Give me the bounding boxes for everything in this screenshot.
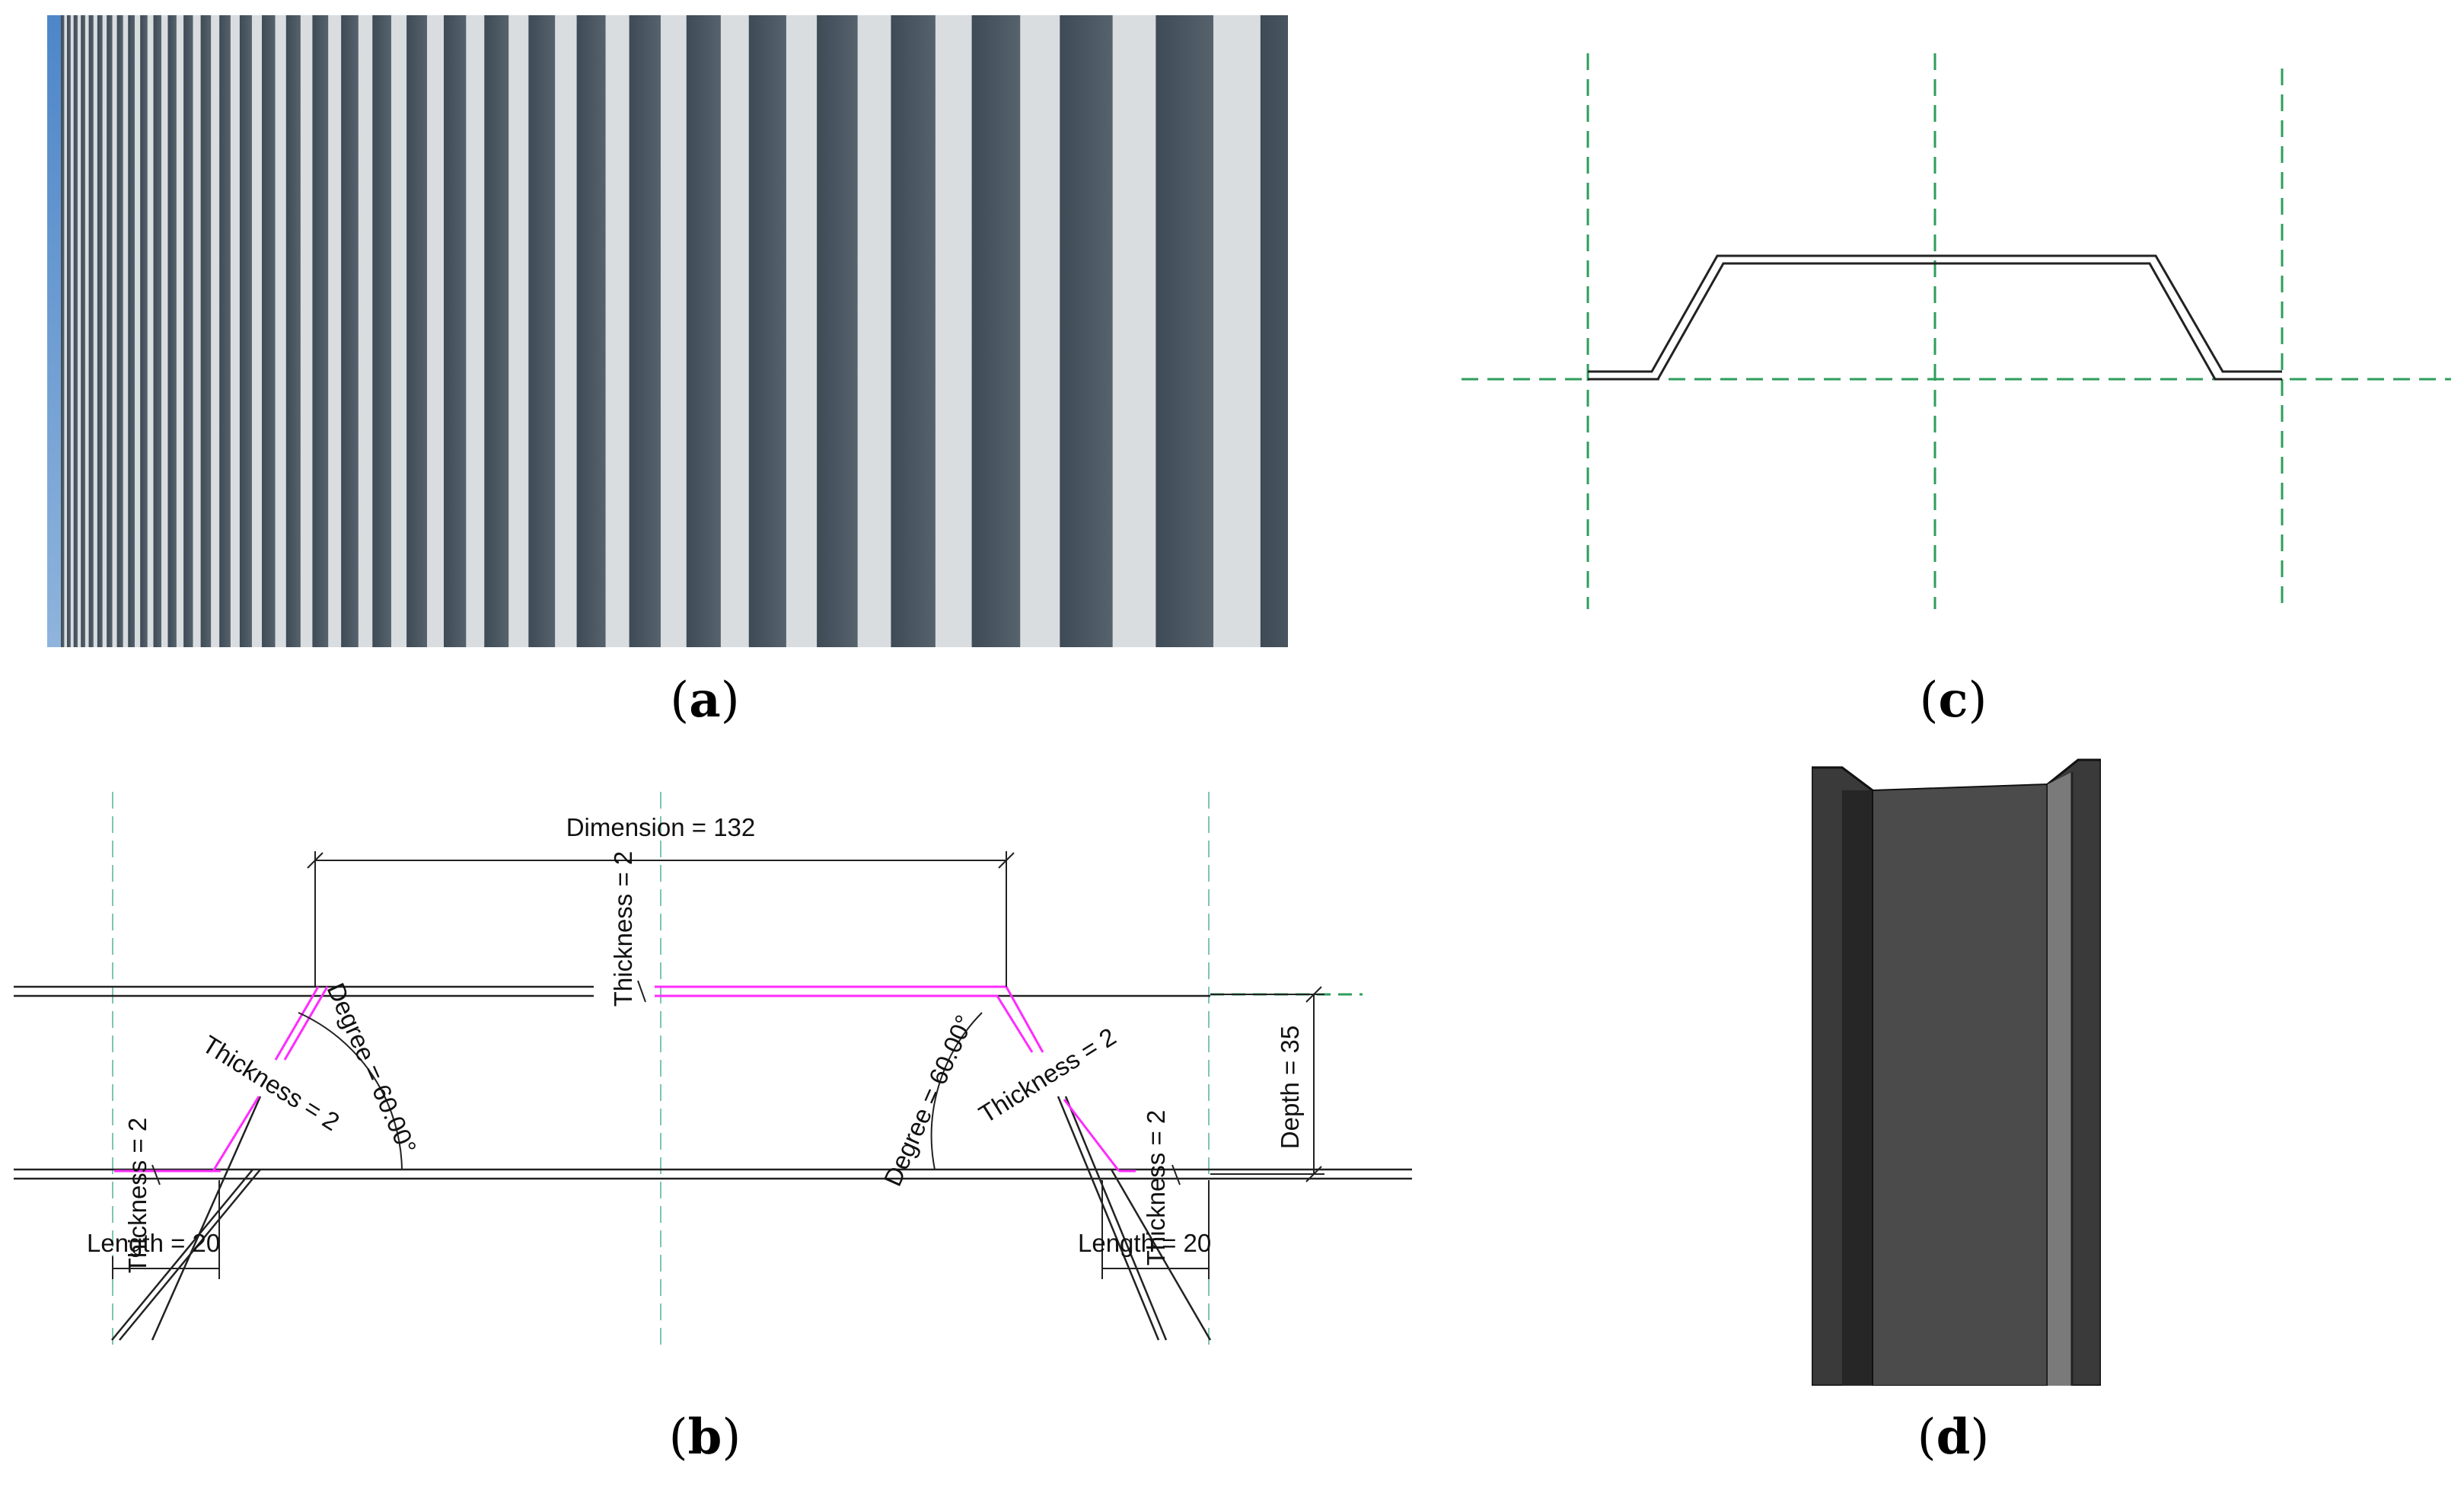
label-length-right: Length = 20 xyxy=(1078,1229,1211,1257)
label-thickness-left-flange: Thickness = 2 xyxy=(123,1118,151,1274)
panel-d-steel-channel xyxy=(1810,754,2102,1387)
thickness-ticks xyxy=(151,980,1181,1185)
degree-arc-left xyxy=(298,1012,403,1170)
label-dimension: Dimension = 132 xyxy=(566,813,756,841)
cladding-rib-shadow xyxy=(200,15,212,647)
cladding-rib-shadow xyxy=(73,15,78,647)
label-degree-left: Degree = 60.00° xyxy=(321,978,422,1158)
panel-a-cladding-photo xyxy=(47,15,1324,647)
cladding-rib-shadow xyxy=(140,15,148,647)
cladding-rib-shadow xyxy=(686,15,721,647)
cladding-rib-shadow xyxy=(817,15,858,647)
label-thickness-left-slope: Thickness = 2 xyxy=(198,1029,345,1136)
cladding-ribs xyxy=(61,15,1324,647)
caption-d: (d) xyxy=(1917,1409,1990,1466)
panel-b-dimension-drawing: Dimension = 132 Depth = 35 Degree = 60.0… xyxy=(0,784,1431,1363)
cladding-rib-shadow xyxy=(97,15,103,647)
cladding-rib-shadow xyxy=(61,15,65,647)
cladding-rib-shadow xyxy=(971,15,1021,647)
label-depth: Depth = 35 xyxy=(1276,1026,1304,1149)
dimension-132-leader xyxy=(307,851,1015,987)
cladding-rib-shadow xyxy=(67,15,71,647)
cladding-rib-shadow xyxy=(81,15,85,647)
cladding-rib-shadow xyxy=(443,15,467,647)
cladding-rib-shadow xyxy=(285,15,301,647)
cladding-rib-shadow xyxy=(528,15,556,647)
cladding-rib-shadow xyxy=(312,15,329,647)
cladding-rib-shadow xyxy=(167,15,177,647)
cladding-rib-shadow xyxy=(1155,15,1214,647)
steel-channel-3d xyxy=(1810,758,2102,1387)
profile-section-drawing xyxy=(1462,53,2451,609)
depth-35-leader xyxy=(1210,986,1324,1182)
cladding-rib-shadow xyxy=(748,15,786,647)
reference-grid xyxy=(1462,53,2451,609)
cladding-rib-shadow xyxy=(372,15,391,647)
cladding-rib-shadow xyxy=(153,15,161,647)
cladding-rib-shadow xyxy=(183,15,193,647)
cladding-rib-shadow xyxy=(107,15,113,647)
label-thickness-right-slope: Thickness = 2 xyxy=(974,1022,1120,1128)
cladding-rib-shadow xyxy=(88,15,94,647)
caption-c: (c) xyxy=(1919,672,1987,729)
degree-arc-right xyxy=(930,1012,983,1170)
cladding-rib-shadow xyxy=(629,15,661,647)
profile-dimension-drawing: Dimension = 132 Depth = 35 Degree = 60.0… xyxy=(14,792,1412,1348)
cladding-rib-shadow xyxy=(484,15,509,647)
caption-b: (b) xyxy=(668,1409,741,1466)
cladding-rib-shadow xyxy=(239,15,252,647)
cladding-rib-shadow xyxy=(128,15,135,647)
cladding-rib-shadow xyxy=(341,15,359,647)
label-length-left: Length = 20 xyxy=(87,1229,220,1257)
cladding-photo xyxy=(47,15,1324,647)
cladding-rib-shadow xyxy=(116,15,123,647)
label-thickness-right-flange: Thickness = 2 xyxy=(1142,1110,1170,1266)
cladding-rib-shadow xyxy=(219,15,231,647)
caption-a: (a) xyxy=(670,672,740,729)
cladding-rib-shadow xyxy=(1260,15,1324,647)
trapezoid-profile xyxy=(1588,254,2282,381)
label-thickness-top: Thickness = 2 xyxy=(609,851,637,1007)
cladding-rib-shadow xyxy=(262,15,276,647)
label-degree-right: Degree = 60.00° xyxy=(878,1010,978,1190)
cladding-rib-shadow xyxy=(576,15,606,647)
length-20-leaders xyxy=(112,1180,1210,1279)
cladding-rib-shadow xyxy=(891,15,936,647)
cladding-rib-shadow xyxy=(1060,15,1113,647)
panel-c-profile-section xyxy=(1462,46,2451,624)
cladding-rib-shadow xyxy=(406,15,427,647)
